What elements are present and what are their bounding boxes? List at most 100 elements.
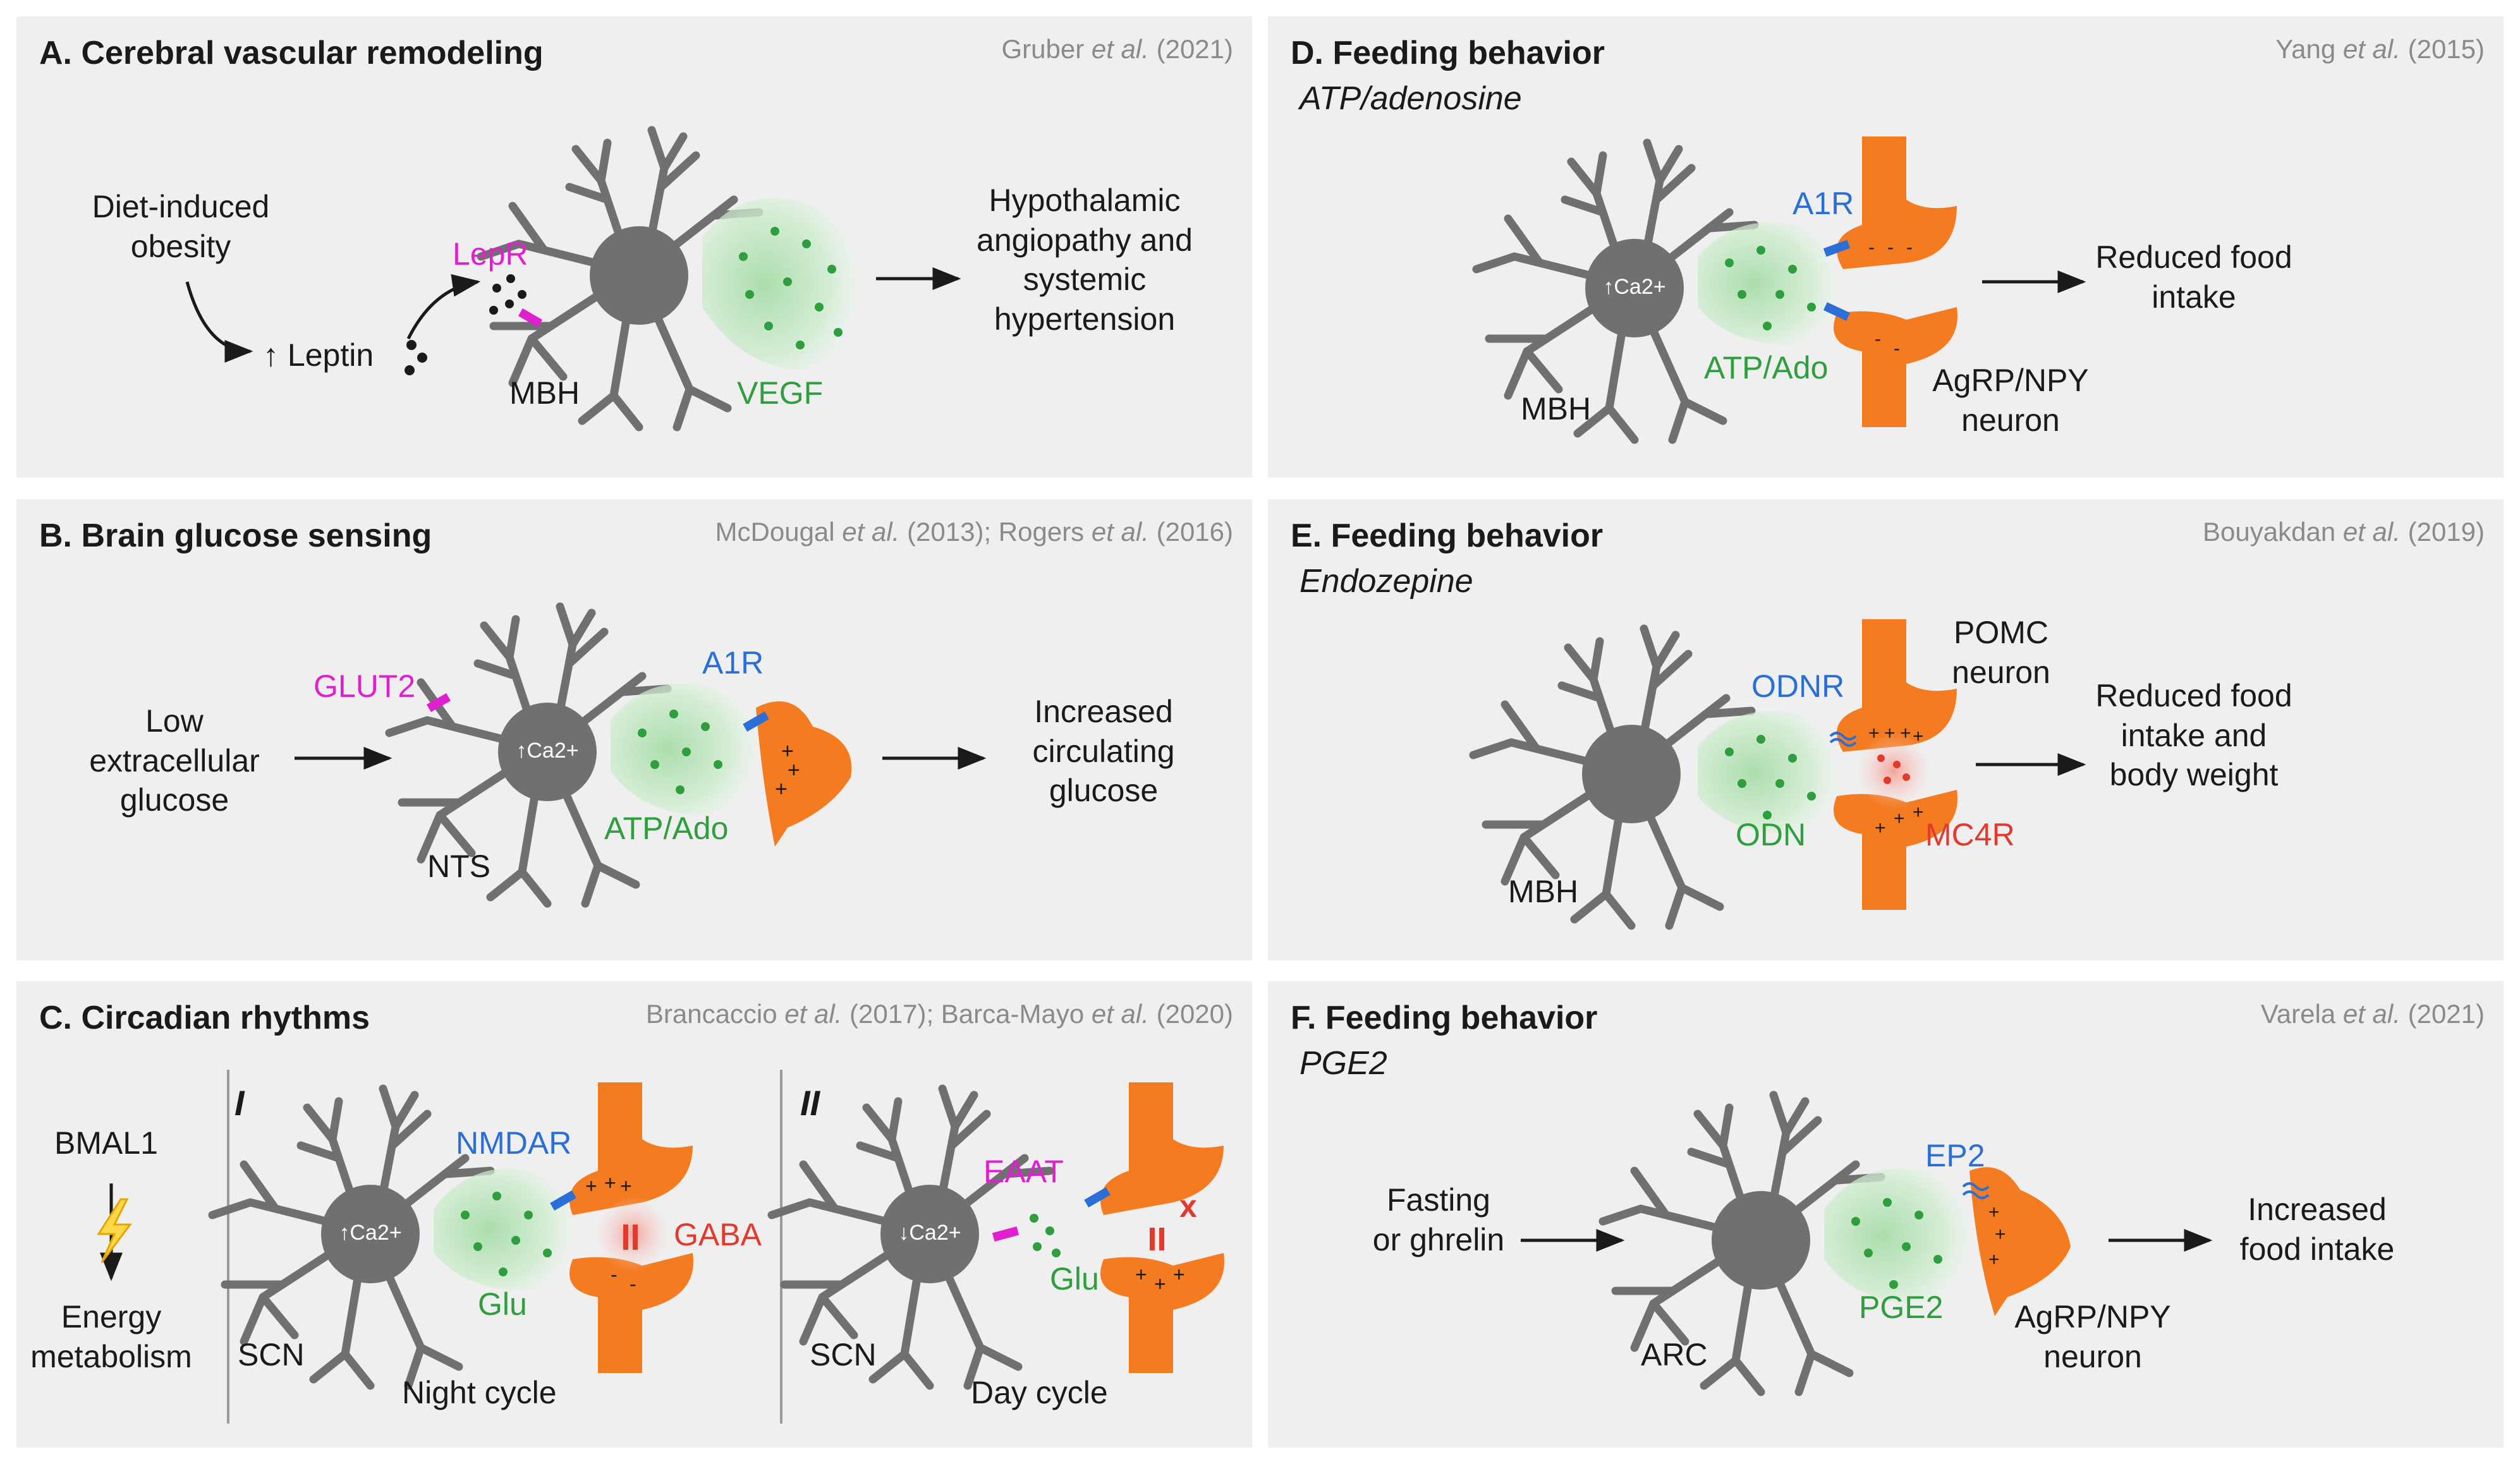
vegf-label: VEGF (737, 375, 824, 411)
phase-i-label: I (234, 1083, 245, 1123)
svg-text:+: + (1875, 818, 1886, 838)
panel-d-reference: Yang et al. (2015) (2275, 34, 2485, 64)
nmdar-label: NMDAR (456, 1125, 572, 1161)
e-odnr-label: ODNR (1751, 668, 1845, 704)
vegf-cloud (702, 198, 857, 370)
svg-text:+: + (1913, 726, 1924, 747)
panel-b-reference: McDougal et al. (2013); Rogers et al. (2… (715, 517, 1233, 547)
panel-e: E. Feeding behavior Endozepine Bouyakdan… (1268, 499, 2504, 960)
glut2-transporter (426, 693, 451, 713)
panel-a-diagram (185, 16, 961, 478)
a1r-receptor (743, 711, 769, 732)
eaat-label: EAAT (983, 1154, 1064, 1189)
svg-text:+: + (1988, 1249, 2000, 1270)
e-mbh-label: MBH (1508, 874, 1579, 909)
svg-text:+: + (1135, 1263, 1147, 1286)
svg-text:+: + (781, 739, 794, 763)
d-a1r-label: A1R (1793, 186, 1854, 221)
glu-day-label: Glu (1050, 1261, 1099, 1297)
panel-b-diagram: ↑Ca2+ +++ (295, 499, 987, 960)
f-agrp-label: AgRP/NPY neuron (2014, 1299, 2171, 1374)
svg-text:-: - (1894, 338, 1900, 359)
svg-text:+: + (788, 758, 800, 782)
diet-obesity-label: Diet-induced obesity (92, 189, 270, 264)
b-neuron (756, 701, 852, 847)
svg-text:+: + (1988, 1202, 2000, 1223)
d-atp-ado-label: ATP/Ado (1704, 350, 1829, 385)
c-day-presynaptic-neuron (1100, 1082, 1224, 1215)
d-agrp-label: AgRP/NPY neuron (1932, 363, 2089, 438)
glut2-label: GLUT2 (313, 668, 416, 704)
lepr-label: LepR (453, 236, 528, 272)
leptin-dots (405, 340, 427, 375)
eaat-transporter (992, 1226, 1020, 1242)
nmdar-receptor (550, 1190, 576, 1211)
f-ep2-label: EP2 (1925, 1138, 1985, 1173)
night-cycle-label: Night cycle (402, 1375, 557, 1410)
c-postsynaptic-neuron (569, 1253, 693, 1373)
energy-metabolism-label: Energy metabolism (30, 1299, 192, 1374)
glu-label: Glu (478, 1286, 527, 1322)
scn-label: SCN (238, 1337, 305, 1372)
svg-text:+: + (1894, 808, 1905, 829)
f-agrp-neuron (1969, 1167, 2071, 1316)
svg-text:+: + (1995, 1224, 2006, 1245)
panel-b: B. Brain glucose sensing McDougal et al.… (16, 499, 1252, 960)
svg-text:+: + (620, 1175, 632, 1197)
panel-e-reference: Bouyakdan et al. (2019) (2203, 517, 2485, 547)
day-cycle-label: Day cycle (971, 1375, 1108, 1410)
lepr-receptor (518, 308, 543, 328)
d-neuron-top (1837, 136, 1957, 269)
panel-c-title: C. Circadian rhythms (39, 1000, 370, 1036)
c-presynaptic-neuron (569, 1082, 693, 1215)
svg-text:+: + (775, 777, 788, 801)
lightning-icon (97, 1198, 132, 1263)
svg-text:+: + (585, 1175, 597, 1197)
panel-f-subtitle: PGE2 (1300, 1045, 1387, 1082)
svg-text:+: + (604, 1171, 616, 1194)
e-pomc-label: POMC neuron (1952, 615, 2050, 690)
e-odn-label: ODN (1736, 817, 1806, 852)
e-reduced-intake-label: Reduced food intake and body weight (2095, 678, 2292, 792)
svg-text:+: + (1900, 723, 1911, 744)
svg-text:+: + (1173, 1263, 1185, 1286)
panel-d-subtitle: ATP/adenosine (1300, 80, 1522, 117)
svg-text:+: + (1868, 723, 1880, 744)
svg-text:-: - (1875, 329, 1881, 349)
leptin-label: ↑ Leptin (263, 337, 374, 373)
f-increased-intake-label: Increased food intake (2239, 1192, 2395, 1267)
svg-text:-: - (1868, 237, 1875, 258)
low-glucose-label: Low extracellular glucose (89, 703, 260, 818)
panel-f-reference: Varela et al. (2021) (2260, 999, 2485, 1029)
d-a1r-receptor (1823, 239, 1851, 257)
panel-f: F. Feeding behavior PGE2 Varela et al. (… (1268, 981, 2504, 1448)
f-arc-label: ARC (1641, 1337, 1708, 1372)
d-reduced-intake-label: Reduced food intake (2095, 239, 2292, 315)
d-mbh-label: MBH (1521, 391, 1592, 426)
mbh-label: MBH (509, 375, 580, 411)
panel-a-reference: Gruber et al. (2021) (1001, 34, 1233, 64)
panel-e-diagram: +++++++ (1268, 619, 2086, 960)
f-pge2-label: PGE2 (1859, 1290, 1944, 1325)
d-agrp-neuron (1834, 307, 1957, 427)
panel-b-title: B. Brain glucose sensing (39, 517, 432, 554)
e-mc4r-neuron (1834, 790, 1957, 910)
c-calcium-down: ↓Ca2+ (898, 1221, 961, 1245)
svg-text:-: - (1906, 237, 1913, 258)
bmal1-label: BMAL1 (54, 1125, 158, 1161)
panel-c-diagram: ↑Ca2+ +++-- ↓Ca2+ +++ (97, 1070, 1224, 1424)
svg-text:-: - (1887, 237, 1894, 258)
f-fasting-label: Fasting or ghrelin (1372, 1182, 1505, 1257)
svg-text:-: - (611, 1263, 618, 1286)
panel-a-title: A. Cerebral vascular remodeling (39, 35, 544, 71)
a1r-label: A1R (702, 645, 764, 681)
panel-f-title: F. Feeding behavior (1291, 1000, 1598, 1036)
svg-text:-: - (630, 1273, 636, 1295)
increased-glucose-label: Increased circulating glucose (1032, 694, 1175, 808)
nts-label: NTS (427, 849, 490, 884)
panel-d-title: D. Feeding behavior (1291, 35, 1605, 71)
e-mc4r-label: MC4R (1925, 817, 2015, 852)
c-calcium-up: ↑Ca2+ (339, 1221, 401, 1245)
angiopathy-label: Hypothalamic angiopathy and systemic hyp… (977, 183, 1193, 337)
panel-f-diagram: +++ (1521, 981, 2213, 1448)
